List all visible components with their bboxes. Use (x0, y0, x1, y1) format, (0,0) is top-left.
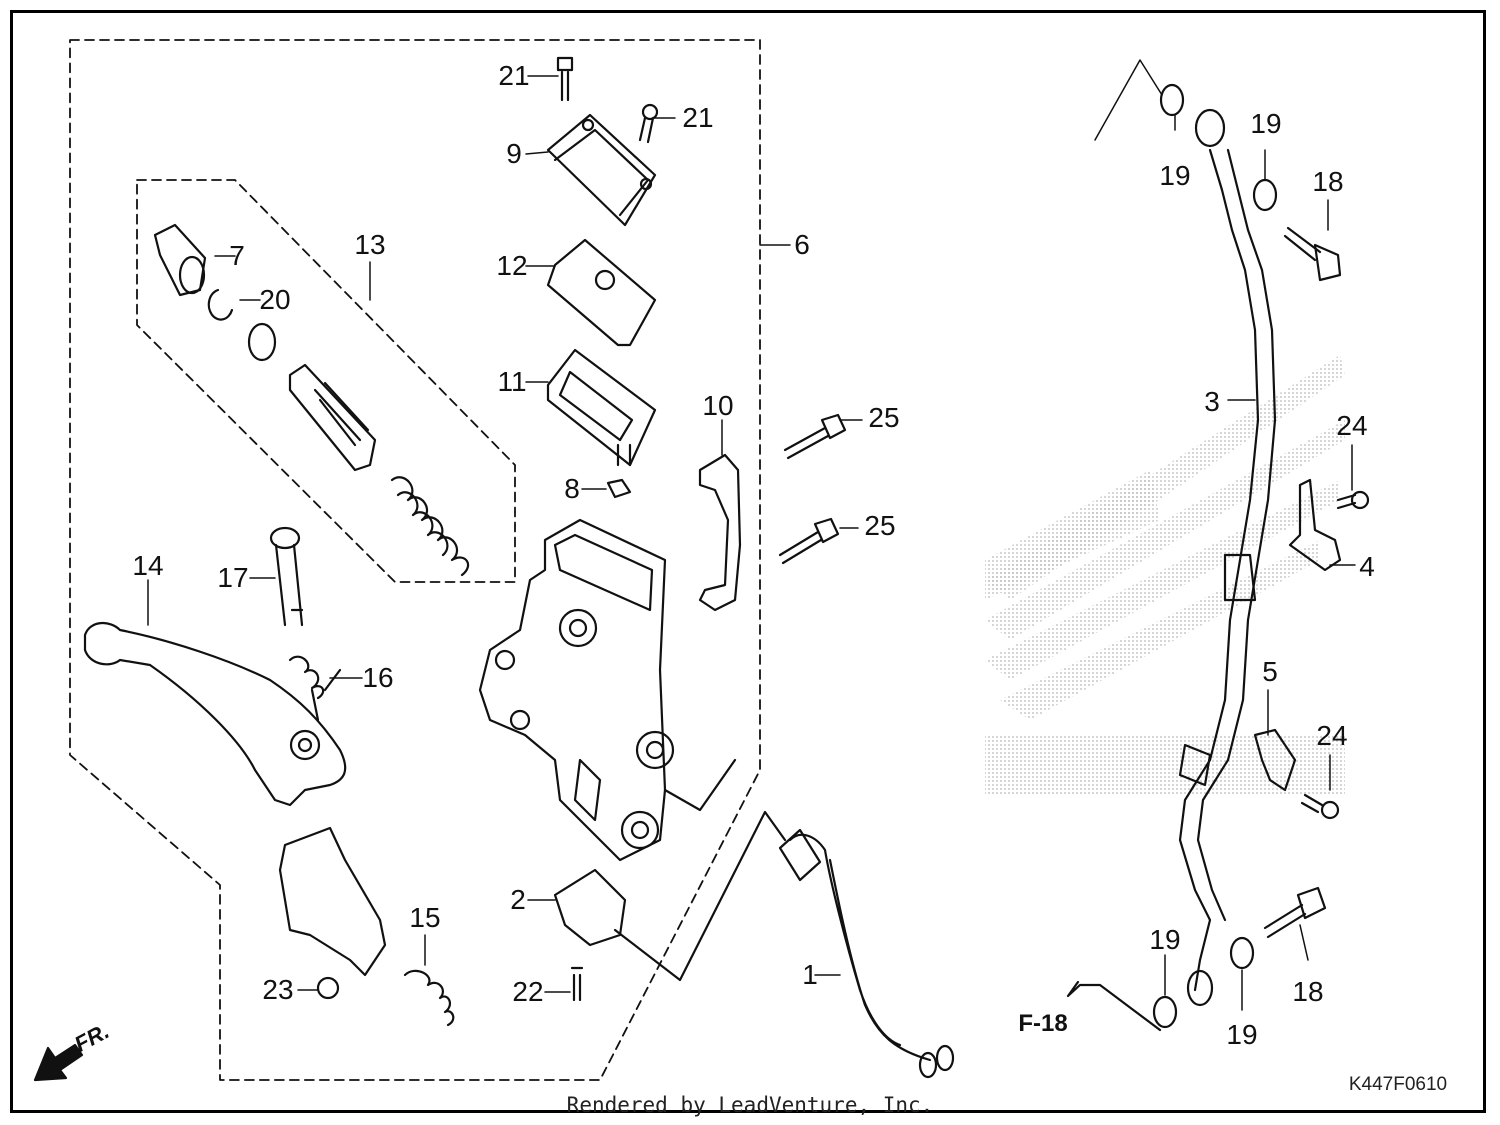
callout-15: 15 (409, 902, 441, 933)
drawing-code: K447F0610 (1348, 1074, 1448, 1095)
screw-21-right (638, 103, 659, 144)
hose-guide-5 (1253, 728, 1297, 792)
washer-19-bottom-left (1152, 995, 1178, 1029)
callout-22: 22 (512, 976, 544, 1007)
callout-5: 5 (1262, 656, 1278, 687)
callout-24-top: 24 (1336, 410, 1368, 441)
brake-hose-3 (1178, 108, 1277, 1007)
bolt-24-bottom (1300, 793, 1340, 820)
section-reference: F-18 (1018, 1010, 1068, 1037)
callout-16: 16 (362, 662, 394, 693)
diaphragm-11 (546, 348, 657, 467)
callout-4: 4 (1359, 551, 1375, 582)
screw-21-top (556, 56, 574, 102)
callout-12: 12 (496, 250, 528, 281)
callout-24-bottom: 24 (1316, 720, 1348, 751)
oil-bolt-18-bottom (1263, 886, 1327, 939)
washer-19-top (1159, 83, 1185, 117)
brake-lever-14 (83, 622, 347, 807)
nut-23 (316, 976, 340, 1000)
callout-19-top: 19 (1159, 160, 1191, 191)
callout-8: 8 (564, 473, 580, 504)
callout-1: 1 (802, 959, 818, 990)
bolt-25-upper (783, 413, 847, 460)
diagram-border (10, 10, 1486, 1113)
callout-7: 7 (229, 240, 245, 271)
clamp-holder-10 (698, 453, 742, 612)
float-8 (606, 478, 632, 499)
pivot-bolt-17 (269, 526, 304, 627)
washer-19-mid (1252, 178, 1278, 212)
front-arrow-icon (33, 1043, 84, 1082)
callout-11: 11 (497, 366, 527, 397)
footer-credit: Rendered by LeadVenture, Inc. (566, 1093, 934, 1117)
washer-19-bottom-right (1229, 936, 1255, 970)
callout-3: 3 (1204, 386, 1220, 417)
callout-17: 17 (217, 562, 249, 593)
hose-clamp-4 (1288, 478, 1342, 572)
callout-2: 2 (510, 884, 526, 915)
wire-harness-1 (788, 833, 932, 1062)
callout-25-lower: 25 (864, 510, 896, 541)
spring-15 (403, 969, 455, 1027)
section-arrow-icon (1066, 980, 1162, 1032)
callout-21-right: 21 (682, 102, 714, 133)
callout-18-bottom: 18 (1292, 976, 1324, 1007)
callout-10: 10 (702, 390, 734, 421)
callout-14: 14 (132, 550, 164, 581)
piston (288, 363, 377, 472)
switch-bracket (278, 826, 387, 977)
master-cylinder-body (478, 518, 737, 862)
boot-7 (153, 223, 207, 297)
callout-9: 9 (506, 138, 522, 169)
callout-18-top: 18 (1312, 166, 1344, 197)
assembly-outline-13 (136, 179, 516, 583)
stop-switch-2 (553, 868, 627, 947)
callout-19-mid: 19 (1250, 108, 1282, 139)
callout-13: 13 (354, 229, 386, 260)
assembly-outline-6 (69, 39, 761, 1081)
reservoir-cap-9 (546, 113, 657, 227)
callout-25-upper: 25 (868, 402, 900, 433)
callout-6: 6 (794, 229, 810, 260)
callout-19-bottom-left: 19 (1149, 924, 1181, 955)
watermark-wing-logo (985, 355, 1345, 795)
bolt-25-lower (778, 517, 840, 565)
callout-19-bottom-right: 19 (1226, 1019, 1258, 1050)
callout-20: 20 (259, 284, 291, 315)
washer (247, 322, 277, 362)
bolt-24-top (1336, 490, 1370, 510)
return-spring-16 (288, 655, 342, 722)
callout-21-top: 21 (498, 60, 530, 91)
circlip-20 (207, 288, 234, 321)
spring (390, 476, 470, 577)
callout-23: 23 (262, 974, 294, 1005)
diaphragm-plate-12 (546, 238, 657, 347)
oil-bolt-18-top (1283, 226, 1342, 282)
screw-22 (570, 966, 584, 1002)
